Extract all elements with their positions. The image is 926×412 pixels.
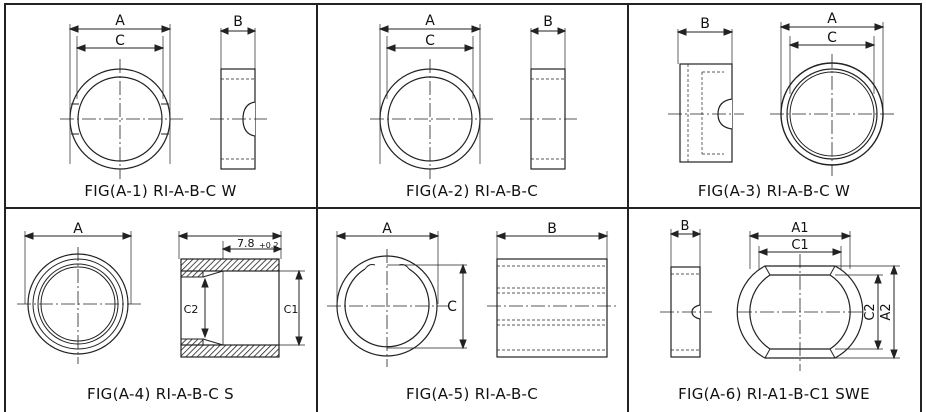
- figure-a4-caption: FIG(A-4) RI-A-B-C S: [87, 385, 234, 403]
- dim-length-label: 7.8: [237, 237, 255, 250]
- row-divider: [4, 207, 922, 209]
- figure-a3-caption: FIG(A-3) RI-A-B-C W: [697, 182, 851, 200]
- dim-b-label: B: [543, 14, 553, 30]
- border-top: [4, 3, 922, 5]
- dim-c2-label: C2: [863, 303, 878, 320]
- dim-c2-label: C2: [184, 303, 199, 316]
- col-divider-1: [316, 3, 318, 412]
- dim-a-label: A: [425, 13, 435, 29]
- dim-b-label: B: [233, 14, 243, 30]
- dim-c-label: C: [425, 33, 435, 49]
- dim-a-label: A: [827, 11, 837, 27]
- figure-a3-drawing: B A C: [668, 11, 894, 176]
- figure-a1-caption: FIG(A-1) RI-A-B-C W: [84, 182, 237, 200]
- figure-a2-drawing: A C B: [370, 13, 577, 179]
- figure-a5: A C B FIG(A-5) RI-A-B-C: [317, 209, 627, 412]
- dim-a1-label: A1: [791, 221, 808, 236]
- dim-a-label: A: [115, 13, 125, 29]
- figure-a4: A 7.8 +0.2 C2 C1 FIG(A-4) RI-A-B-C S: [5, 209, 316, 412]
- dim-tolerance-label: +0.2: [259, 241, 278, 250]
- figure-a1: A C B FIG(A-1) RI-A-B-C W: [5, 4, 316, 207]
- figure-a2-caption: FIG(A-2) RI-A-B-C: [405, 182, 539, 200]
- dim-b-label: B: [547, 221, 557, 237]
- figure-a6-drawing: B A1 C1 C2 A2: [660, 219, 900, 371]
- figure-a2: A C B FIG(A-2) RI-A-B-C: [317, 4, 627, 207]
- figure-a6-caption: FIG(A-6) RI-A1-B-C1 SWE: [678, 385, 870, 403]
- figure-a1-drawing: A C B: [60, 13, 267, 179]
- figure-a5-caption: FIG(A-5) RI-A-B-C: [405, 385, 539, 403]
- dim-c-label: C: [447, 299, 457, 315]
- dim-a2-label: A2: [879, 303, 894, 320]
- col-divider-2: [627, 3, 629, 412]
- dim-c1-label: C1: [791, 238, 808, 253]
- dim-b-label: B: [700, 16, 710, 32]
- dim-a-label: A: [73, 221, 83, 237]
- dim-c1-label: C1: [284, 303, 299, 316]
- figure-a5-drawing: A C B: [327, 221, 617, 367]
- figure-a4-drawing: A 7.8 +0.2 C2 C1: [17, 221, 305, 364]
- dim-c-label: C: [115, 33, 125, 49]
- dim-c-label: C: [827, 30, 837, 46]
- figure-a3: B A C FIG(A-3) RI-A-B-C W: [628, 4, 920, 207]
- dim-a-label: A: [382, 221, 392, 237]
- dim-b-label: B: [681, 219, 690, 234]
- figure-a6: B A1 C1 C2 A2 FIG(A-6) RI-A1-B-C1 SWE: [628, 209, 920, 412]
